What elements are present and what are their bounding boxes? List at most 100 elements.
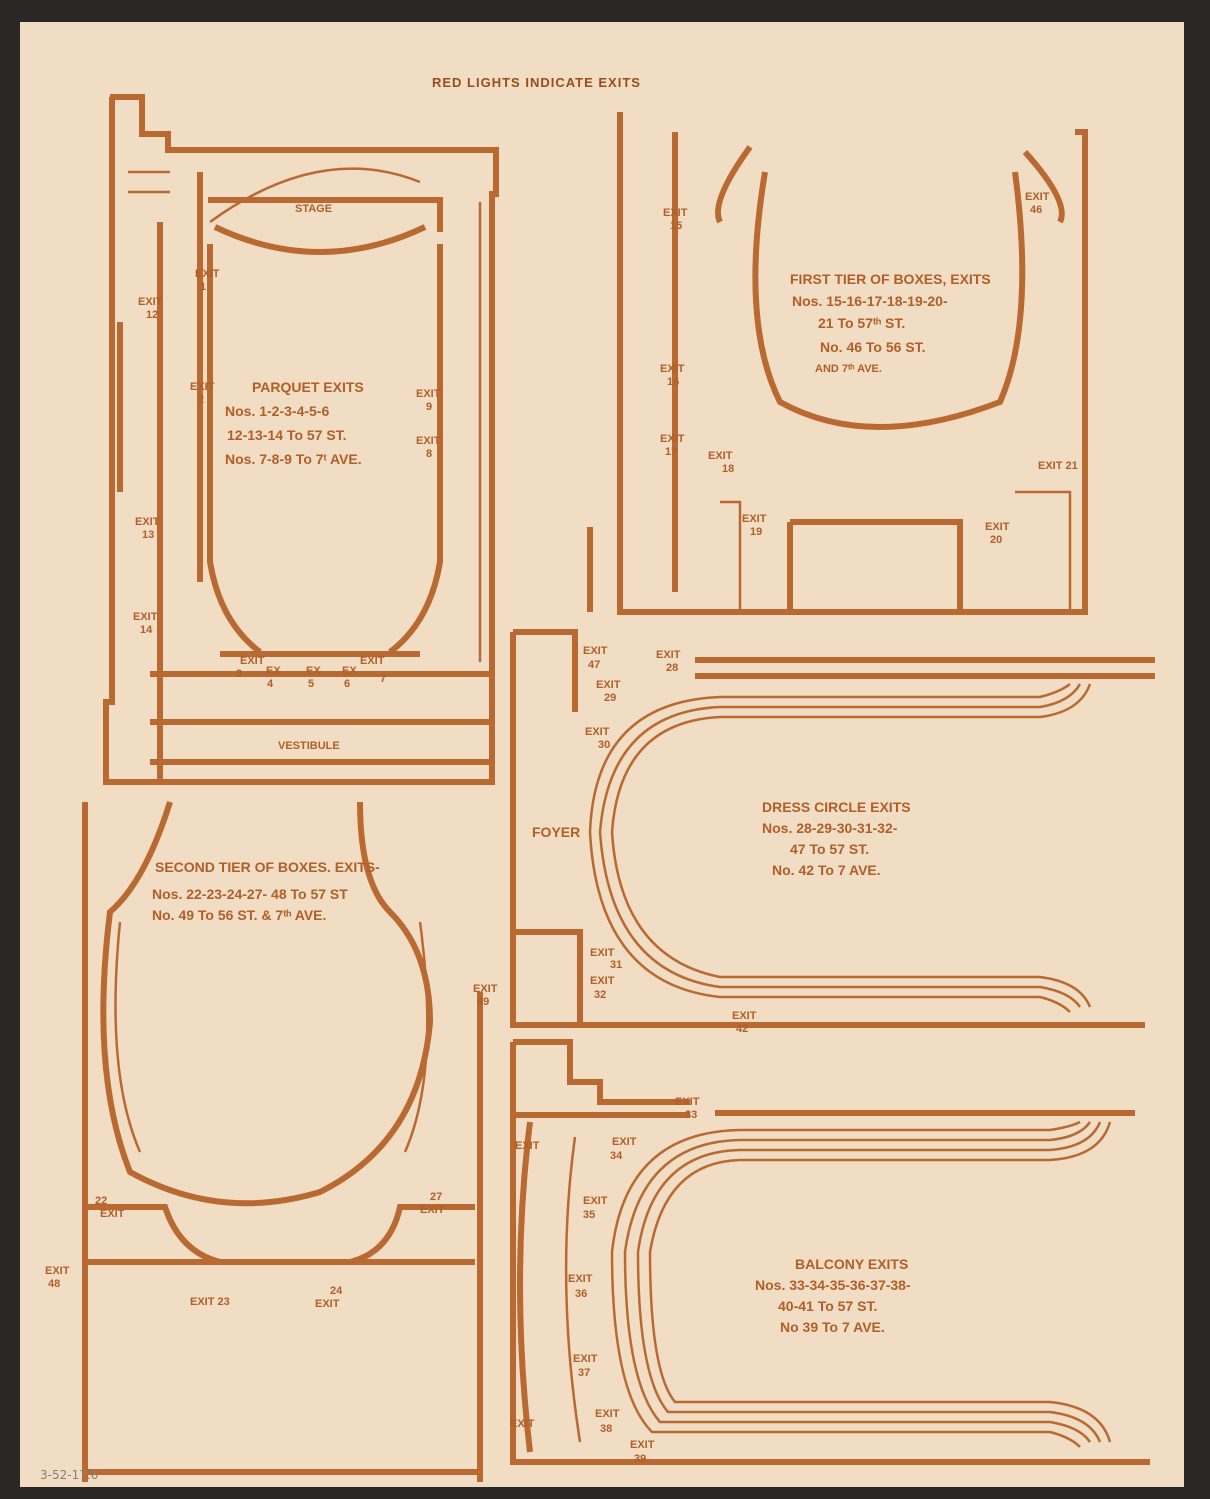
parquet-note-3: Nos. 7-8-9 To 7ᵗ AVE.: [225, 451, 362, 467]
first-tier-plan: FIRST TIER OF BOXES, EXITS Nos. 15-16-17…: [587, 112, 1088, 615]
svg-text:29: 29: [604, 692, 616, 704]
svg-text:1: 1: [200, 281, 206, 293]
svg-text:EXIT: EXIT: [732, 1010, 757, 1022]
svg-text:34: 34: [610, 1150, 623, 1162]
svg-text:EXIT: EXIT: [590, 947, 615, 959]
svg-text:48: 48: [48, 1278, 60, 1290]
svg-text:EXIT: EXIT: [585, 726, 610, 738]
svg-text:EXIT: EXIT: [742, 513, 767, 525]
dress-circle-note-2: 47 To 57 ST.: [790, 841, 869, 857]
svg-text:EXIT: EXIT: [590, 975, 615, 987]
svg-text:5: 5: [308, 678, 314, 690]
first-tier-note-1: Nos. 15-16-17-18-19-20-: [792, 293, 948, 309]
svg-text:3: 3: [236, 668, 242, 680]
svg-text:42: 42: [736, 1023, 748, 1035]
svg-text:EXIT: EXIT: [660, 433, 685, 445]
pencil-annotation: 3-52-17.6: [40, 1468, 98, 1482]
svg-text:31: 31: [610, 959, 622, 971]
svg-text:EXIT: EXIT: [195, 268, 220, 280]
balcony-note-3: No 39 To 7 AVE.: [780, 1319, 885, 1335]
exit-41: EXIT: [510, 1418, 535, 1430]
svg-text:4: 4: [267, 678, 274, 690]
stage-label: STAGE: [295, 203, 332, 215]
second-tier-note-2: No. 49 To 56 ST. & 7ᵗʰ AVE.: [152, 907, 326, 923]
balcony-note-2: 40-41 To 57 ST.: [778, 1298, 877, 1314]
svg-text:EXIT: EXIT: [596, 679, 621, 691]
svg-text:EXIT: EXIT: [1025, 191, 1050, 203]
svg-text:2: 2: [198, 394, 204, 406]
svg-text:30: 30: [598, 739, 610, 751]
balcony-plan: BALCONY EXITS Nos. 33-34-35-36-37-38- 40…: [510, 1039, 1150, 1465]
first-tier-title: FIRST TIER OF BOXES, EXITS: [790, 271, 991, 287]
svg-text:EXIT 21: EXIT 21: [1038, 460, 1078, 472]
svg-text:EXIT: EXIT: [416, 435, 441, 447]
exit-21: EXIT 21: [1038, 460, 1078, 472]
svg-text:19: 19: [750, 526, 762, 538]
svg-text:EXIT: EXIT: [100, 1208, 125, 1220]
parquet-note-1: Nos. 1-2-3-4-5-6: [225, 403, 329, 419]
parquet-title: PARQUET EXITS: [252, 379, 364, 395]
svg-text:EXIT: EXIT: [675, 1096, 700, 1108]
svg-text:15: 15: [670, 220, 682, 232]
first-tier-note-2: 21 To 57ᵗʰ ST.: [818, 315, 905, 331]
svg-text:EXIT: EXIT: [420, 1204, 445, 1216]
svg-text:16: 16: [667, 376, 679, 388]
second-tier-plan: SECOND TIER OF BOXES. EXITS- Nos. 22-23-…: [45, 801, 498, 1482]
svg-text:EXIT: EXIT: [583, 1195, 608, 1207]
balcony-title: BALCONY EXITS: [795, 1256, 908, 1272]
svg-text:EXIT: EXIT: [663, 207, 688, 219]
svg-text:EXIT: EXIT: [416, 388, 441, 400]
svg-text:13: 13: [142, 529, 154, 541]
exit-4: EX4: [266, 665, 281, 690]
svg-text:38: 38: [600, 1423, 612, 1435]
svg-text:EXIT: EXIT: [583, 645, 608, 657]
exit-23: EXIT 23: [190, 1296, 230, 1308]
svg-text:18: 18: [722, 463, 734, 475]
svg-text:EX: EX: [342, 665, 357, 677]
dress-circle-title: DRESS CIRCLE EXITS: [762, 799, 911, 815]
dress-circle-note-3: No. 42 To 7 AVE.: [772, 862, 881, 878]
floor-plan-sheet: RED LIGHTS INDICATE EXITS STAGE VESTIBUL…: [20, 22, 1184, 1487]
svg-text:EXIT: EXIT: [138, 296, 163, 308]
svg-text:35: 35: [583, 1209, 595, 1221]
svg-text:28: 28: [666, 662, 678, 674]
svg-text:EXIT: EXIT: [315, 1298, 340, 1310]
svg-text:6: 6: [344, 678, 350, 690]
svg-text:EXIT: EXIT: [656, 649, 681, 661]
exit-6: EX6: [342, 665, 357, 690]
svg-text:9: 9: [426, 401, 432, 413]
svg-text:EXIT: EXIT: [595, 1408, 620, 1420]
svg-text:EXIT: EXIT: [985, 521, 1010, 533]
svg-text:EXIT: EXIT: [630, 1439, 655, 1451]
svg-text:EXIT: EXIT: [515, 1140, 540, 1152]
exit-34: EXIT 34: [610, 1136, 637, 1162]
foyer-label: FOYER: [532, 824, 580, 840]
dress-circle-note-1: Nos. 28-29-30-31-32-: [762, 820, 898, 836]
svg-text:24: 24: [330, 1285, 343, 1297]
svg-text:EXIT: EXIT: [612, 1136, 637, 1148]
exit-5: EX5: [306, 665, 321, 690]
svg-text:EXIT 23: EXIT 23: [190, 1296, 230, 1308]
